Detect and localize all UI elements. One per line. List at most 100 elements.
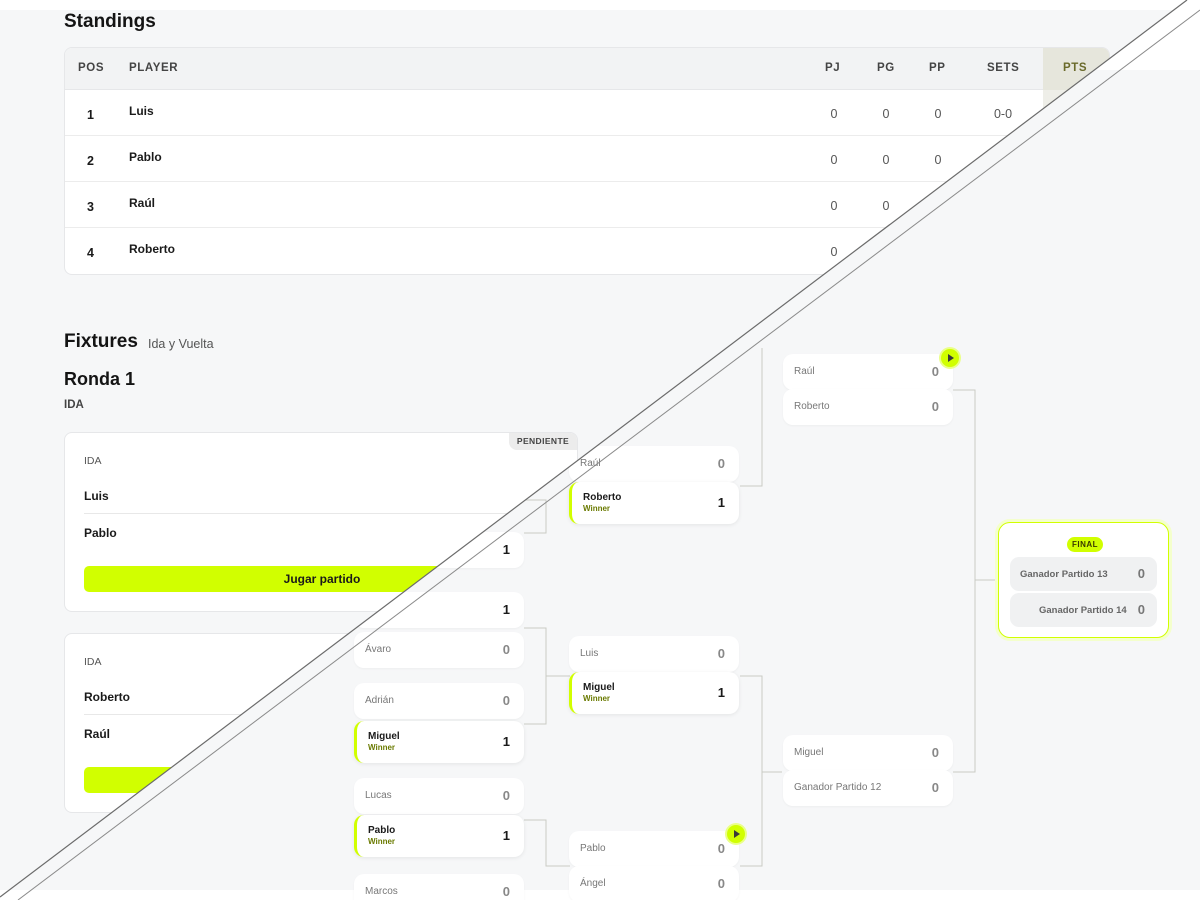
bracket-slot[interactable]: Miguel 0: [783, 735, 953, 771]
final-score: 0: [1137, 602, 1145, 617]
bracket-player: Roberto: [794, 401, 830, 412]
round-leg: IDA: [64, 399, 84, 411]
bracket-score: 0: [931, 399, 939, 414]
bracket-score: 0: [717, 876, 725, 891]
final-player: Ganador Partido 13: [1020, 569, 1108, 580]
bracket-player: Raúl: [580, 458, 601, 469]
bracket-score: 0: [502, 884, 510, 899]
bracket-player: Ganador Partido 12: [794, 782, 882, 793]
row-pp: 0: [934, 107, 942, 121]
bracket-player: Pablo: [580, 843, 606, 854]
divider: [84, 513, 560, 514]
bracket-slot[interactable]: Luis 0: [569, 636, 739, 672]
bracket-score: 0: [502, 642, 510, 657]
row-pg: 0: [882, 153, 890, 167]
row-player: Raúl: [129, 196, 156, 210]
header-pts[interactable]: PTS: [1063, 62, 1088, 74]
match-player-2: Raúl: [84, 727, 111, 741]
header-sets[interactable]: SETS: [987, 62, 1020, 74]
bracket-slot[interactable]: Pablo 0: [569, 831, 739, 867]
final-player: Ganador Partido 14: [1039, 605, 1127, 616]
bracket-player: Raúl: [794, 366, 815, 377]
final-score: 0: [1137, 566, 1145, 581]
bracket-score: 1: [717, 685, 725, 700]
bracket-slot-winner[interactable]: Roberto Winner 1: [569, 482, 739, 524]
row-pg: 0: [882, 199, 890, 213]
bracket-score: 0: [502, 788, 510, 803]
final-slot[interactable]: Ganador Partido 14 0: [1010, 593, 1157, 627]
bracket-slot-winner[interactable]: Pablo Winner 1: [354, 815, 524, 857]
bracket-player: Miguel: [794, 747, 824, 758]
bracket-score: 0: [931, 780, 939, 795]
bracket-slot[interactable]: Roberto 0: [783, 389, 953, 425]
bracket-score: 1: [502, 542, 510, 557]
final-slot[interactable]: Ganador Partido 13 0: [1010, 557, 1157, 591]
table-row[interactable]: 4 Roberto 0: [65, 228, 1109, 274]
row-player: Roberto: [129, 242, 175, 256]
play-icon[interactable]: [727, 825, 745, 843]
final-match-card[interactable]: FINAL Ganador Partido 13 0 Ganador Parti…: [998, 522, 1169, 638]
bracket-slot[interactable]: Marcos 0: [354, 874, 524, 900]
bracket-player: Roberto: [583, 492, 622, 503]
match-player-1: Luis: [84, 489, 109, 503]
bracket-player: Miguel: [368, 731, 400, 742]
table-row[interactable]: 1 Luis 0 0 0 0-0: [65, 90, 1109, 136]
bracket-score: 0: [931, 364, 939, 379]
match-player-1: Roberto: [84, 690, 130, 704]
bracket-score: 0: [717, 841, 725, 856]
row-sets: 0-0: [993, 107, 1013, 121]
fixtures-title: Fixtures: [64, 331, 138, 352]
bracket-score: 0: [502, 693, 510, 708]
winner-tag: Winner: [583, 504, 611, 513]
bracket-player: Adrián: [365, 695, 394, 706]
match-player-2: Pablo: [84, 526, 117, 540]
header-pos[interactable]: POS: [78, 62, 105, 74]
bracket-score: 1: [502, 828, 510, 843]
bracket-score: 0: [717, 646, 725, 661]
fixtures-subtitle: Ida y Vuelta: [148, 337, 214, 351]
match-leg: IDA: [84, 656, 102, 668]
bracket-slot[interactable]: Lucas 0: [354, 778, 524, 814]
winner-tag: Winner: [583, 694, 611, 703]
header-player[interactable]: PLAYER: [129, 62, 179, 74]
bracket-slot-winner[interactable]: Miguel Winner 1: [354, 721, 524, 763]
row-pos: 4: [87, 246, 94, 260]
table-row[interactable]: 2 Pablo 0 0 0: [65, 136, 1109, 182]
winner-tag: Winner: [368, 837, 396, 846]
row-pos: 1: [87, 108, 94, 122]
row-pj: 0: [830, 245, 838, 259]
bracket-slot[interactable]: Ángel 0: [569, 866, 739, 900]
row-pos: 2: [87, 154, 94, 168]
bracket-score: 1: [502, 734, 510, 749]
status-badge: PENDIENTE: [509, 433, 577, 450]
round-title: Ronda 1: [64, 369, 136, 389]
bracket-score: 1: [717, 495, 725, 510]
bracket-player: Ávaro: [365, 644, 392, 655]
header-pj[interactable]: PJ: [825, 62, 841, 74]
row-pj: 0: [830, 199, 838, 213]
row-player: Pablo: [129, 150, 162, 164]
play-icon[interactable]: [941, 349, 959, 367]
final-badge: FINAL: [1067, 537, 1103, 552]
bracket-player: Marcos: [365, 886, 398, 897]
bracket-slot[interactable]: Ganador Partido 12 0: [783, 770, 953, 806]
header-pp[interactable]: PP: [929, 62, 946, 74]
row-pos: 3: [87, 200, 94, 214]
header-pg[interactable]: PG: [877, 62, 895, 74]
bracket-slot[interactable]: Ávaro 0: [354, 632, 524, 668]
winner-tag: Winner: [368, 743, 396, 752]
standings-title: Standings: [64, 11, 156, 32]
bracket-slot[interactable]: Adrián 0: [354, 683, 524, 719]
standings-table: POS PLAYER PJ PG PP SETS PTS 1 Luis 0 0 …: [64, 47, 1110, 275]
bracket-slot[interactable]: Raúl 0: [783, 354, 953, 390]
bracket-player: Miguel: [583, 682, 615, 693]
table-row[interactable]: 3 Raúl 0 0: [65, 182, 1109, 228]
bracket-player: Lucas: [365, 790, 392, 801]
bracket-player: Pablo: [368, 825, 396, 836]
match-leg: IDA: [84, 455, 102, 467]
row-pj: 0: [830, 107, 838, 121]
bracket-slot-winner[interactable]: Miguel Winner 1: [569, 672, 739, 714]
